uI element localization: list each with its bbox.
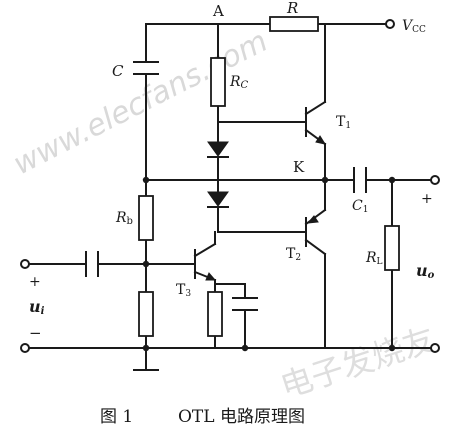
capacitor-emitter (232, 297, 258, 311)
resistor-rl (384, 225, 400, 271)
junctions (142, 176, 396, 352)
label-t2: T2 (286, 246, 301, 263)
label-c1-sub: 1 (363, 205, 369, 215)
label-r: R (286, 0, 298, 17)
figure-caption: 图 1 OTL 电路原理图 (100, 407, 305, 427)
label-plus-in: + (29, 274, 41, 290)
resistor-bias (138, 291, 154, 337)
label-uo-main: u (416, 261, 428, 280)
label-node-a: A (212, 2, 224, 20)
label-rb-sub: b (127, 216, 133, 227)
capacitor-input (85, 251, 99, 277)
label-t3-main: T (176, 282, 186, 298)
label-uo-sub: o (428, 270, 435, 281)
transistor-t3 (193, 242, 217, 282)
label-rc: RC (229, 74, 249, 91)
label-ui-sub: i (41, 306, 45, 317)
component-labels: A R VCC C RC T1 K C1 + Rb T2 RL + T3 ui … (29, 0, 435, 342)
label-t1-main: T (336, 114, 346, 130)
resistor-rb (138, 195, 154, 241)
resistor-r (269, 16, 319, 32)
label-rb: Rb (115, 210, 133, 227)
label-vcc: VCC (402, 18, 426, 35)
label-uo: uo (416, 261, 435, 281)
wires (28, 23, 432, 371)
label-c: C (112, 62, 124, 80)
label-rb-main: R (115, 210, 127, 226)
label-vcc-main: V (402, 18, 414, 34)
caption-title: OTL 电路原理图 (178, 407, 305, 427)
label-t3: T3 (176, 282, 191, 299)
label-rl-main: R (365, 250, 377, 266)
terminals (20, 19, 440, 353)
label-c1: C1 (352, 198, 368, 215)
resistor-emitter (207, 291, 223, 337)
transistor-t1 (304, 100, 327, 146)
terminal-out-plus (430, 175, 440, 185)
capacitor-c1 (353, 167, 367, 193)
transistor-t2 (304, 208, 327, 256)
watermark-brand: 电子发烧友 (276, 320, 440, 406)
terminal-vcc (385, 19, 395, 29)
label-ui: ui (29, 297, 45, 317)
label-vcc-sub: CC (412, 25, 426, 35)
label-rc-sub: C (241, 80, 249, 91)
diode-upper (207, 141, 229, 158)
label-rc-main: R (229, 74, 241, 90)
label-t2-main: T (286, 246, 296, 262)
label-rl: RL (365, 250, 383, 267)
resistor-rc (210, 57, 226, 107)
terminal-out-minus (430, 343, 440, 353)
terminal-in-minus (20, 343, 30, 353)
label-ui-main: u (29, 297, 41, 316)
caption-figure-number: 图 1 (100, 407, 133, 427)
watermark-site: www.elecfans.com (8, 24, 274, 182)
label-t3-sub: 3 (185, 289, 191, 299)
label-minus-in: − (29, 324, 42, 342)
label-rl-sub: L (377, 257, 383, 267)
label-node-k: K (293, 158, 305, 176)
label-c1-main: C (352, 198, 363, 214)
diode-lower (207, 191, 229, 208)
label-t1-sub: 1 (345, 121, 351, 131)
terminal-in-plus (20, 259, 30, 269)
label-t2-sub: 2 (295, 253, 301, 263)
capacitor-c (133, 61, 159, 75)
label-t1: T1 (336, 114, 351, 131)
label-plus-out: + (421, 191, 433, 207)
